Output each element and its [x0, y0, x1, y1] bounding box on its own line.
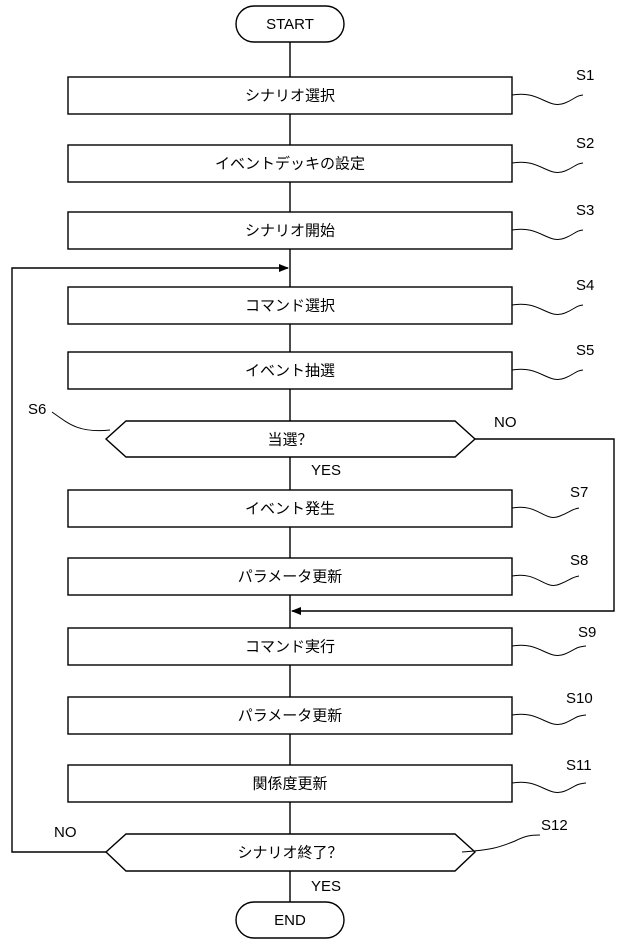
decision-s12: シナリオ終了？ — [104, 833, 477, 872]
ref-s5: S5 — [576, 342, 594, 359]
start-label: START — [266, 16, 314, 33]
s6-no-label: NO — [494, 414, 517, 431]
decision-s6-text: 当選？ — [267, 431, 312, 449]
end-terminal: END — [235, 901, 345, 939]
ref-s1: S1 — [576, 67, 594, 84]
step-s2-text: イベントデッキの設定 — [215, 155, 365, 173]
s6-no-connector — [291, 438, 615, 615]
step-s3: シナリオ開始 — [67, 211, 513, 250]
s6-yes-label: YES — [311, 462, 341, 479]
step-s11: 関係度更新 — [67, 764, 513, 803]
step-s1-text: シナリオ選択 — [245, 87, 335, 105]
step-s4-text: コマンド選択 — [245, 297, 335, 315]
step-s4: コマンド選択 — [67, 286, 513, 325]
decision-s6: 当選？ — [104, 420, 477, 458]
s12-no-label: NO — [54, 824, 77, 841]
step-s8-text: パラメータ更新 — [238, 568, 343, 586]
s12-yes-label: YES — [311, 878, 341, 895]
ref-s8: S8 — [570, 552, 588, 569]
step-s9: コマンド実行 — [67, 627, 513, 666]
step-leaders — [51, 93, 587, 853]
step-s11-text: 関係度更新 — [252, 775, 327, 793]
end-label: END — [274, 912, 306, 929]
loop-back-connector — [11, 264, 289, 853]
step-s8: パラメータ更新 — [67, 557, 513, 596]
step-s9-text: コマンド実行 — [245, 638, 335, 656]
step-s10: パラメータ更新 — [67, 696, 513, 735]
start-terminal: START — [235, 5, 345, 43]
step-s10-text: パラメータ更新 — [238, 707, 343, 725]
ref-s6: S6 — [28, 401, 46, 418]
step-s7-text: イベント発生 — [245, 500, 335, 518]
ref-s12: S12 — [541, 817, 568, 834]
step-s5-text: イベント抽選 — [245, 362, 335, 380]
step-s3-text: シナリオ開始 — [245, 222, 335, 240]
step-s2: イベントデッキの設定 — [67, 144, 513, 183]
ref-s11: S11 — [566, 757, 592, 774]
ref-s7: S7 — [570, 484, 588, 501]
ref-s4: S4 — [576, 277, 594, 294]
step-s5: イベント抽選 — [67, 351, 513, 390]
ref-s10: S10 — [566, 690, 593, 707]
ref-s9: S9 — [578, 624, 596, 641]
step-s1: シナリオ選択 — [67, 76, 513, 115]
ref-s2: S2 — [576, 135, 594, 152]
ref-s3: S3 — [576, 202, 594, 219]
decision-s12-text: シナリオ終了？ — [237, 844, 342, 862]
step-s7: イベント発生 — [67, 489, 513, 528]
